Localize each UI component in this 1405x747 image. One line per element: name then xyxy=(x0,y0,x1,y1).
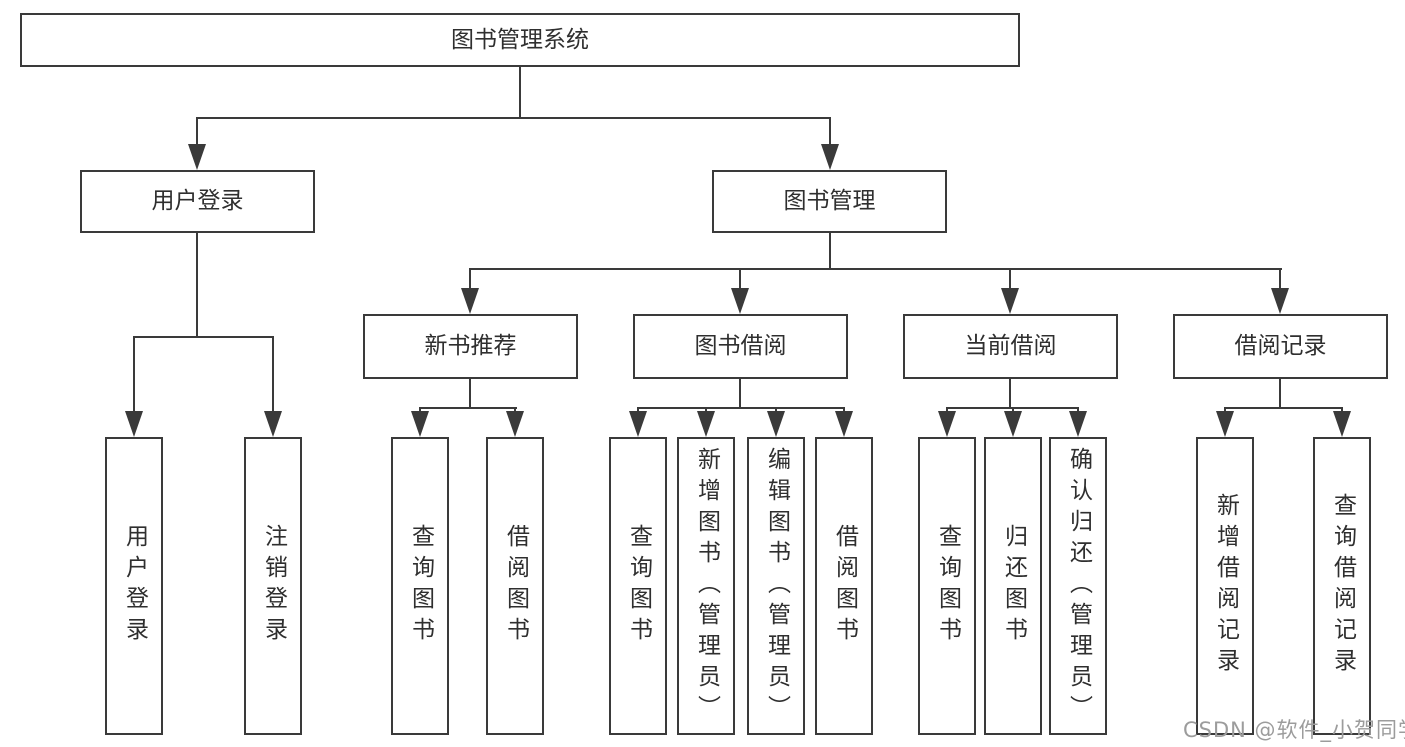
arrowhead-leaf-return-books xyxy=(1004,411,1022,437)
connector-borrow-records-stem xyxy=(1279,379,1281,408)
connector-stem-borrow-records xyxy=(1279,269,1281,290)
arrowhead-current-borrowing xyxy=(1001,288,1019,314)
node-book-management: 图书管理 xyxy=(712,170,947,233)
connector-stem-book-borrowing xyxy=(739,269,741,290)
connector-current-borrowing-stem xyxy=(1009,379,1011,408)
connector-stem-new-book-recommend xyxy=(469,269,471,290)
connector-user-login-junction xyxy=(133,336,274,338)
node-leaf-borrow-books-2: 借阅图书 xyxy=(815,437,873,735)
node-current-borrowing: 当前借阅 xyxy=(903,314,1118,379)
arrowhead-user-login xyxy=(188,144,206,170)
connector-book-management-junction xyxy=(469,268,1282,270)
connector-borrow-records-junction xyxy=(1224,407,1343,409)
connector-root-junction xyxy=(196,117,831,119)
node-library-management-system: 图书管理系统 xyxy=(20,13,1020,67)
node-leaf-logout: 注销登录 xyxy=(244,437,302,735)
arrowhead-leaf-confirm-return xyxy=(1069,411,1087,437)
arrowhead-leaf-query-books-1 xyxy=(411,411,429,437)
node-leaf-borrow-books-1: 借阅图书 xyxy=(486,437,544,735)
node-new-book-recommend: 新书推荐 xyxy=(363,314,578,379)
connector-stem-leaf-add-book-admin xyxy=(705,408,707,413)
connector-stem-leaf-edit-book-admin xyxy=(775,408,777,413)
connector-book-borrowing-stem xyxy=(739,379,741,408)
connector-stem-current-borrowing xyxy=(1009,269,1011,290)
connector-stem-leaf-borrow-books-1 xyxy=(514,408,516,413)
connector-book-borrowing-junction xyxy=(637,407,845,409)
arrowhead-new-book-recommend xyxy=(461,288,479,314)
node-leaf-add-book-admin: 新增图书（管理员） xyxy=(677,437,735,735)
node-leaf-confirm-return-admin: 确认归还（管理员） xyxy=(1049,437,1107,735)
connector-new-book-recommend-junction xyxy=(419,407,517,409)
connector-stem-leaf-user-login xyxy=(133,337,135,413)
node-leaf-user-login: 用户登录 xyxy=(105,437,163,735)
node-leaf-return-books: 归还图书 xyxy=(984,437,1042,735)
connector-stem-leaf-query-books-2 xyxy=(637,408,639,413)
csdn-watermark: CSDN @软件_小贺同学 xyxy=(1183,718,1405,742)
node-book-borrowing: 图书借阅 xyxy=(633,314,848,379)
connector-stem-leaf-query-borrow-record xyxy=(1341,408,1343,413)
connector-root-stem xyxy=(519,67,521,118)
connector-user-login-stem xyxy=(196,233,198,337)
arrowhead-leaf-add-book-admin xyxy=(697,411,715,437)
connector-stem-leaf-add-borrow-record xyxy=(1224,408,1226,413)
arrowhead-borrow-records xyxy=(1271,288,1289,314)
connector-new-book-recommend-stem xyxy=(469,379,471,408)
node-user-login: 用户登录 xyxy=(80,170,315,233)
arrowhead-leaf-borrow-books-1 xyxy=(506,411,524,437)
connector-stem-leaf-query-books-3 xyxy=(946,408,948,413)
arrowhead-leaf-add-borrow-record xyxy=(1216,411,1234,437)
node-leaf-add-borrow-record: 新增借阅记录 xyxy=(1196,437,1254,735)
connector-stem-leaf-logout xyxy=(272,337,274,413)
arrowhead-leaf-borrow-books-2 xyxy=(835,411,853,437)
connector-stem-leaf-confirm-return xyxy=(1077,408,1079,413)
node-borrow-records: 借阅记录 xyxy=(1173,314,1388,379)
connector-stem-user-login xyxy=(196,118,198,146)
connector-book-management-stem xyxy=(829,233,831,269)
node-leaf-edit-book-admin: 编辑图书（管理员） xyxy=(747,437,805,735)
arrowhead-leaf-query-books-3 xyxy=(938,411,956,437)
arrowhead-leaf-query-borrow-record xyxy=(1333,411,1351,437)
node-leaf-query-books-3: 查询图书 xyxy=(918,437,976,735)
connector-stem-book-management xyxy=(829,118,831,146)
node-leaf-query-borrow-record: 查询借阅记录 xyxy=(1313,437,1371,735)
node-leaf-query-books-2: 查询图书 xyxy=(609,437,667,735)
arrowhead-book-management xyxy=(821,144,839,170)
connector-stem-leaf-borrow-books-2 xyxy=(843,408,845,413)
arrowhead-leaf-query-books-2 xyxy=(629,411,647,437)
arrowhead-leaf-user-login xyxy=(125,411,143,437)
node-leaf-query-books-1: 查询图书 xyxy=(391,437,449,735)
connector-stem-leaf-query-books-1 xyxy=(419,408,421,413)
arrowhead-book-borrowing xyxy=(731,288,749,314)
arrowhead-leaf-logout xyxy=(264,411,282,437)
arrowhead-leaf-edit-book-admin xyxy=(767,411,785,437)
connector-stem-leaf-return-books xyxy=(1012,408,1014,413)
